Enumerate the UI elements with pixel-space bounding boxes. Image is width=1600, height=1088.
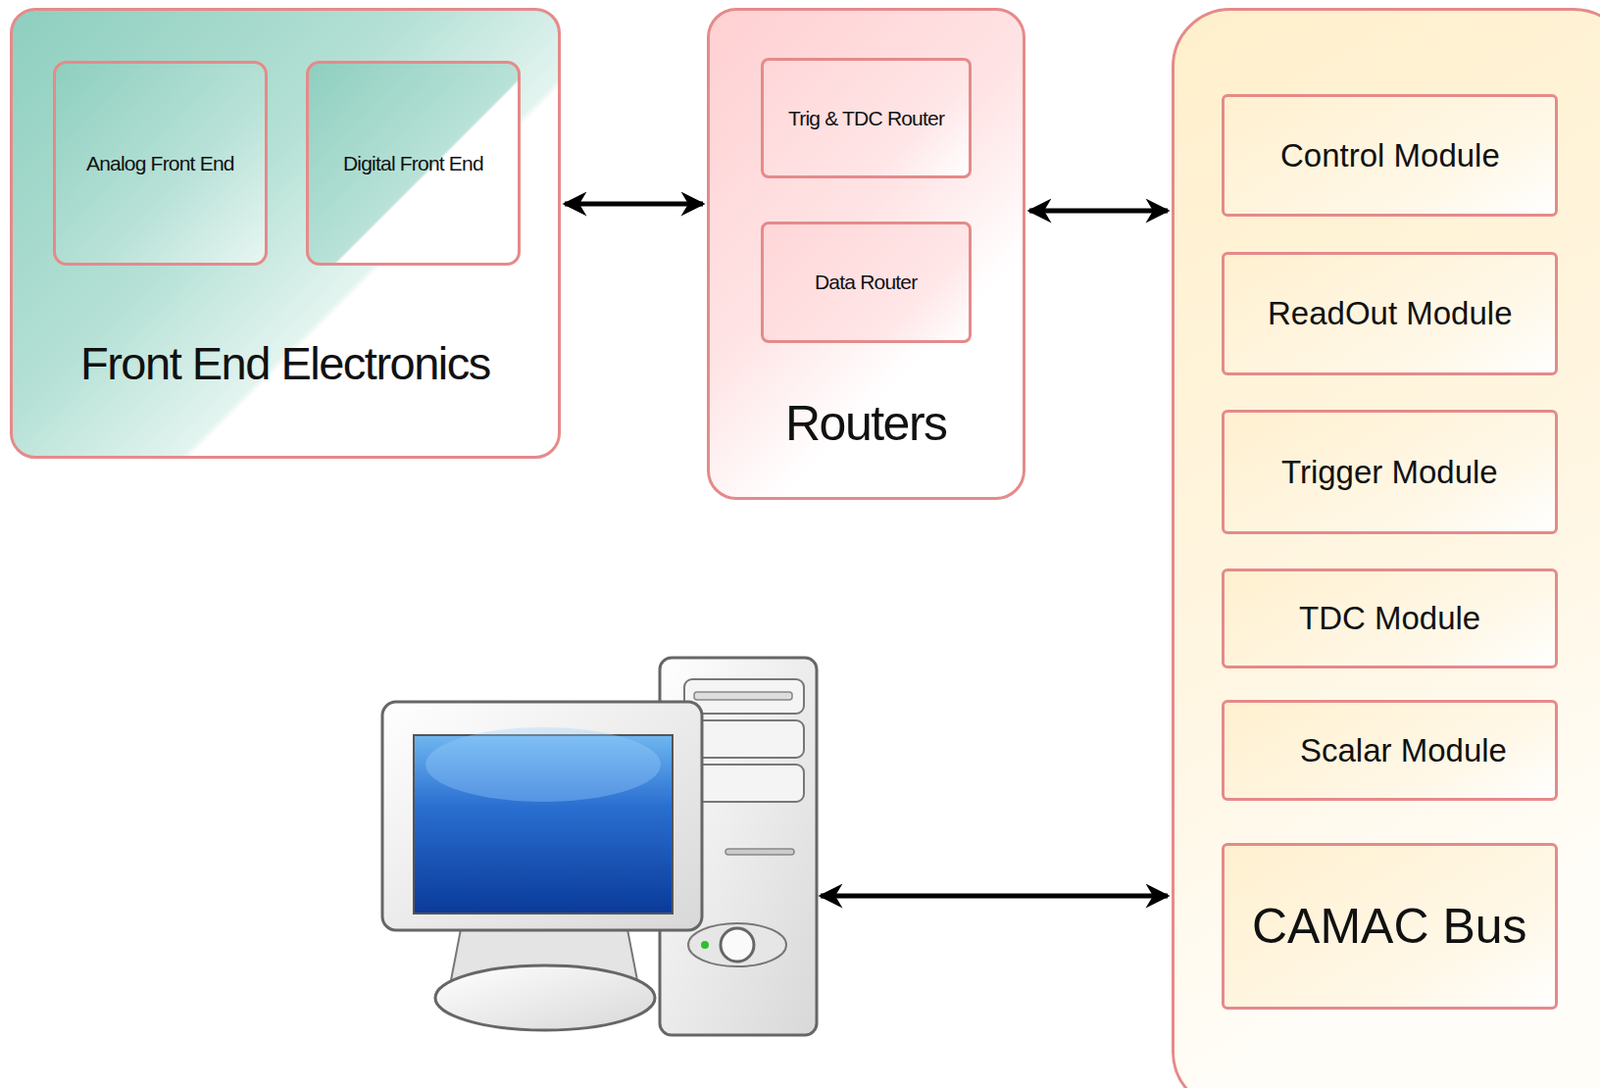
box-label: Scalar Module	[1300, 732, 1507, 770]
module-box: Analog Front End	[52, 60, 268, 266]
module-box: Trigger Module	[1221, 409, 1558, 535]
module-box: Control Module	[1221, 94, 1558, 217]
group-label: Routers	[785, 395, 948, 452]
double-arrow	[564, 201, 703, 207]
box-label: TDC Module	[1299, 600, 1481, 638]
group-box: Front End Electronics Analog Front End Dig…	[9, 7, 561, 459]
group-label: Front End Electronics	[80, 336, 491, 391]
module-box: Data Router	[760, 221, 972, 344]
computer-node	[382, 657, 817, 1036]
double-arrow	[820, 894, 1168, 900]
double-arrow	[1029, 208, 1168, 214]
panel-box: Control ModuleReadOut ModuleTrigger Modu…	[1171, 7, 1600, 1088]
box-label: Trigger Module	[1281, 453, 1499, 492]
box-label: Digital Front End	[343, 151, 484, 176]
box-label: CAMAC Bus	[1251, 898, 1528, 955]
box-label: Control Module	[1280, 137, 1500, 175]
box-label: Data Router	[814, 270, 917, 295]
module-box: CAMAC Bus	[1221, 843, 1558, 1010]
group-box: Routers Trig & TDC RouterData Router	[706, 7, 1026, 500]
module-box: Digital Front End	[305, 60, 521, 266]
module-box: TDC Module	[1221, 568, 1558, 669]
box-label: Analog Front End	[86, 151, 235, 176]
box-label: Trig & TDC Router	[788, 106, 945, 131]
computer-monitor	[382, 701, 702, 1031]
module-box: Trig & TDC Router	[760, 57, 972, 179]
module-box: ReadOut Module	[1221, 251, 1558, 376]
box-label: ReadOut Module	[1267, 295, 1512, 333]
module-box: Scalar Module	[1221, 700, 1558, 801]
